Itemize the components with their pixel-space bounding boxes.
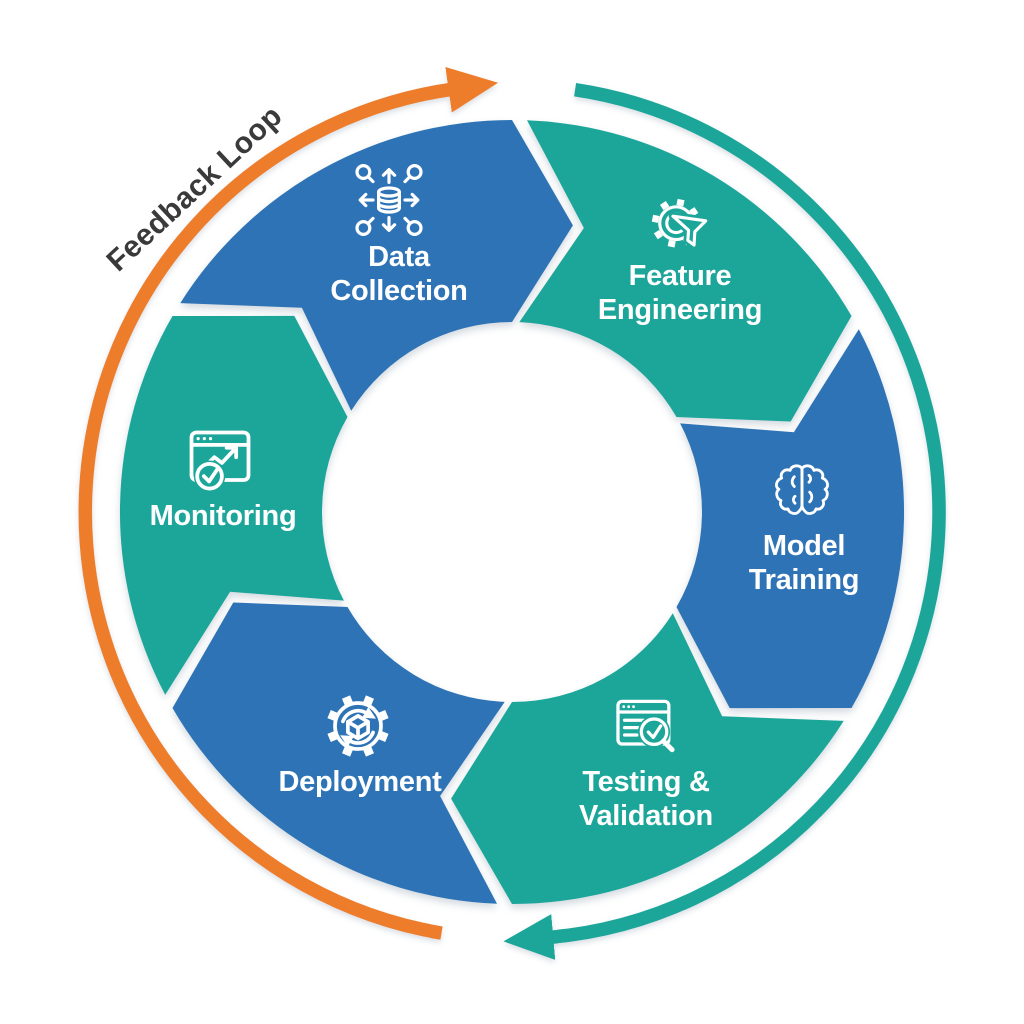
stage-label-monitoring-line1: Monitoring xyxy=(150,500,297,532)
segment-monitoring xyxy=(119,315,348,695)
segment-deployment xyxy=(172,602,505,904)
feedback-arrow-arc xyxy=(78,67,499,940)
stage-label-testing-validation-line2: Validation xyxy=(579,800,713,832)
segment-testing-validation xyxy=(451,613,844,904)
chart-check-icon xyxy=(189,430,251,492)
segment-feature-engineering xyxy=(519,120,852,422)
stage-label-deployment-line1: Deployment xyxy=(279,766,443,798)
stage-label-model-training-line1: Model xyxy=(763,530,845,562)
flow-arrow-arc xyxy=(503,83,946,960)
database-sync-icon xyxy=(355,164,423,237)
segment-model-training xyxy=(676,329,905,709)
stage-label-testing-validation-line1: Testing & xyxy=(582,766,710,798)
stage-label-data-collection-line2: Collection xyxy=(330,275,467,307)
stage-label-data-collection-line1: Data xyxy=(368,241,431,273)
stage-label-feature-engineering-line2: Engineering xyxy=(598,294,762,326)
stage-label-model-training-line2: Training xyxy=(749,564,859,596)
outer-arrows-group xyxy=(78,67,946,960)
segment-data-collection xyxy=(180,120,573,411)
gear-cube-icon xyxy=(327,695,389,757)
brain-icon xyxy=(775,464,829,515)
stage-label-feature-engineering-line1: Feature xyxy=(629,260,732,292)
checklist-magnifier-icon xyxy=(616,699,675,753)
gear-funnel-icon xyxy=(651,198,711,250)
